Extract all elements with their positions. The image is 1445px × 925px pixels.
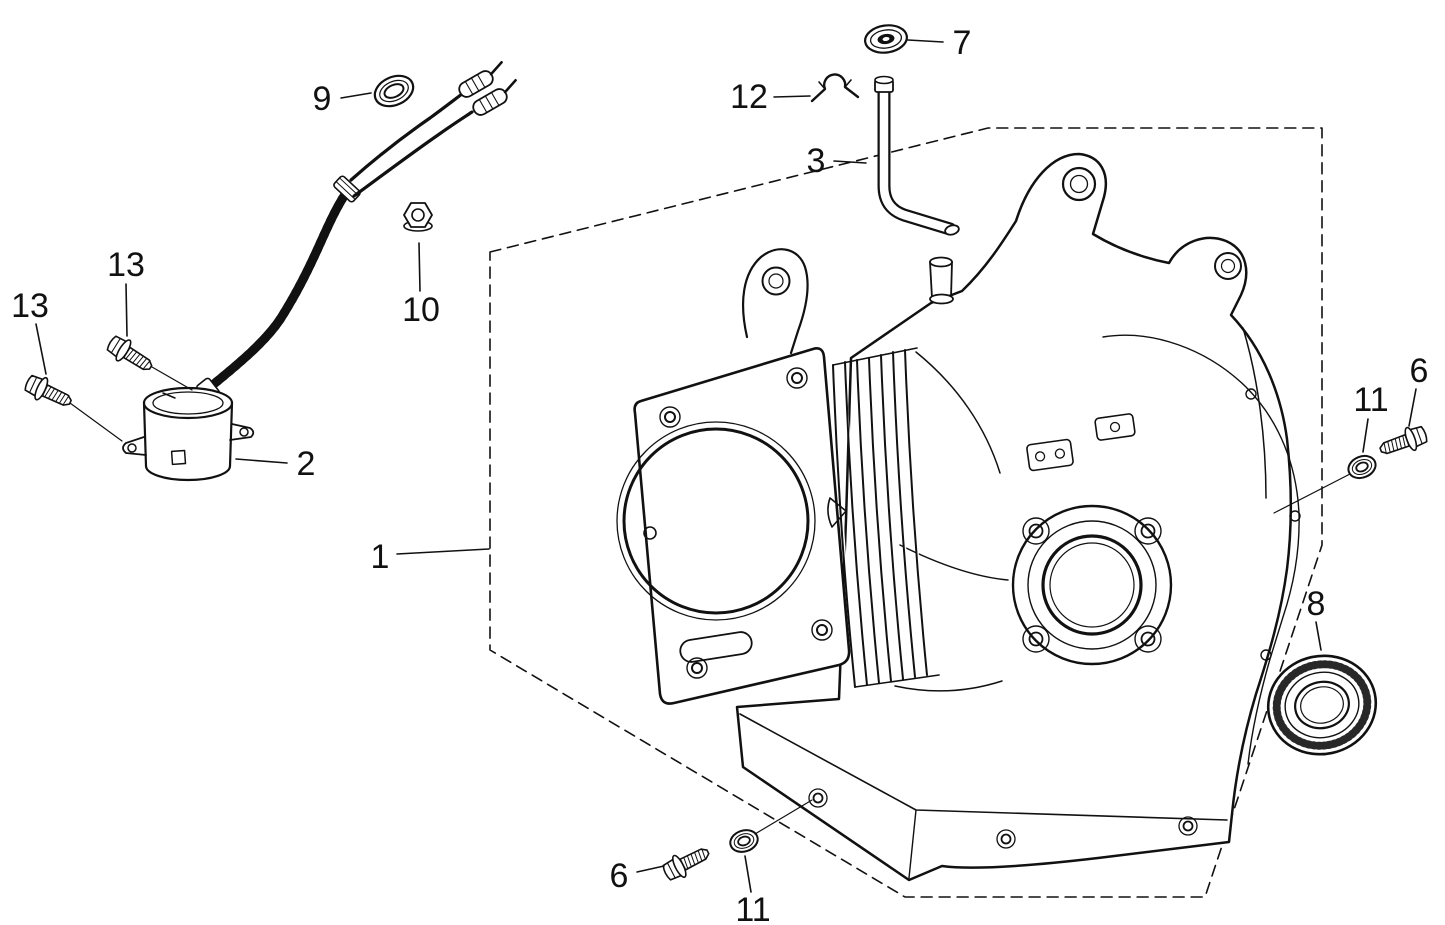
part-bolt-13-outer (21, 370, 77, 414)
part-seal-cap (864, 24, 908, 54)
part-washer-11-bottom (726, 825, 762, 857)
callout-13-inner: 13 (107, 246, 145, 284)
left-mount-bracket (741, 248, 809, 355)
part-bolt-13-inner (103, 331, 158, 379)
part-flange-nut (403, 202, 433, 232)
wire-b (352, 110, 474, 198)
callout-9: 9 (313, 80, 332, 118)
part-bolt-6-right (1375, 421, 1431, 462)
part-crankcase-cylinder-block (616, 152, 1301, 882)
assembly-boundary-dashed (489, 127, 1323, 898)
assembly-lines (69, 366, 1351, 835)
connector-b (472, 79, 517, 116)
callout-6-bottom: 6 (610, 857, 629, 895)
part-bolt-6-bottom (659, 840, 715, 885)
cable-sleeve (333, 175, 361, 203)
part-clip (810, 73, 860, 103)
top-mount-arm (1061, 166, 1242, 280)
callout-3: 3 (807, 142, 826, 180)
callout-leader-lines (35, 39, 1417, 893)
part-oil-seal (1266, 654, 1378, 756)
callout-2: 2 (297, 445, 316, 483)
connector-a (458, 61, 503, 98)
callout-8: 8 (1307, 585, 1326, 623)
wire-a (349, 92, 464, 182)
switch-cable (199, 188, 351, 397)
case-ribs (894, 327, 1267, 692)
callout-labels: 1 2 3 6 6 7 8 9 10 11 11 12 13 13 (11, 24, 1428, 925)
callout-11-bottom: 11 (735, 891, 770, 925)
callout-1: 1 (371, 538, 390, 576)
callout-11-right: 11 (1353, 381, 1388, 419)
callout-7: 7 (953, 24, 972, 62)
oil-pan-rail (739, 713, 1228, 879)
gasket-outline (1102, 334, 1301, 765)
cooling-fins (832, 347, 940, 688)
case-bosses (1026, 413, 1136, 472)
callout-6-right: 6 (1410, 352, 1429, 390)
part-washer-11-right (1344, 451, 1380, 483)
callout-10: 10 (402, 291, 440, 329)
callout-13-outer: 13 (11, 287, 49, 325)
part-grommet (373, 74, 415, 108)
part-oil-level-switch (122, 61, 517, 482)
main-bearing-boss (1011, 504, 1173, 666)
cylinder-bore (622, 427, 810, 615)
top-stud (929, 256, 954, 305)
callout-12: 12 (730, 78, 768, 116)
cylinder-head-face (616, 347, 851, 705)
part-oil-pipe (874, 75, 960, 236)
switch-cup (122, 386, 255, 482)
crankcase-outline (735, 152, 1292, 882)
